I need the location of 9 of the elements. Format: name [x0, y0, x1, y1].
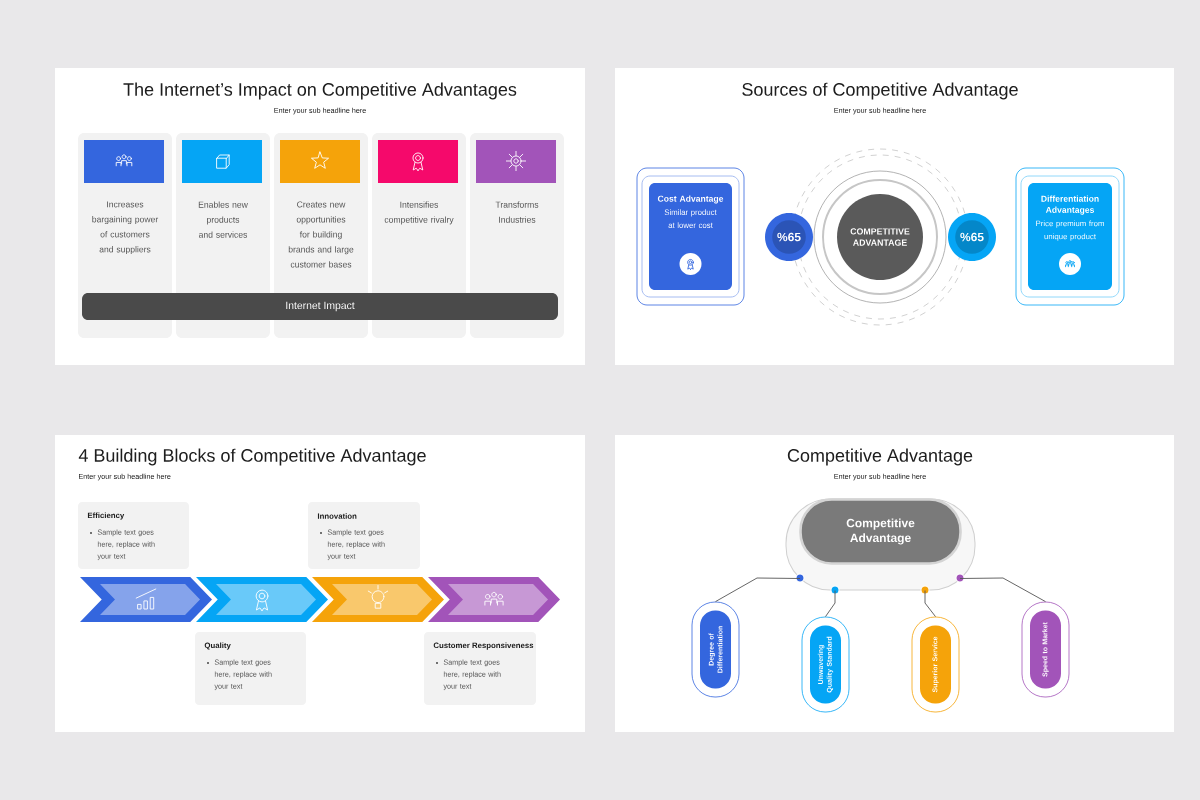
slide-title: Competitive Advantage	[787, 448, 973, 466]
connector-line	[924, 590, 936, 618]
slide-title: 4 Building Blocks of Competitive Advantage	[78, 448, 426, 466]
connector-line	[715, 577, 801, 603]
slide-title: The Internet’s Impact on Competitive Advantages	[123, 82, 517, 100]
connector-line	[959, 577, 1046, 603]
connector-line	[825, 590, 836, 618]
impact-bar: Internet Impact	[82, 293, 558, 320]
slide-title: Sources of Competitive Advantage	[742, 82, 1018, 100]
